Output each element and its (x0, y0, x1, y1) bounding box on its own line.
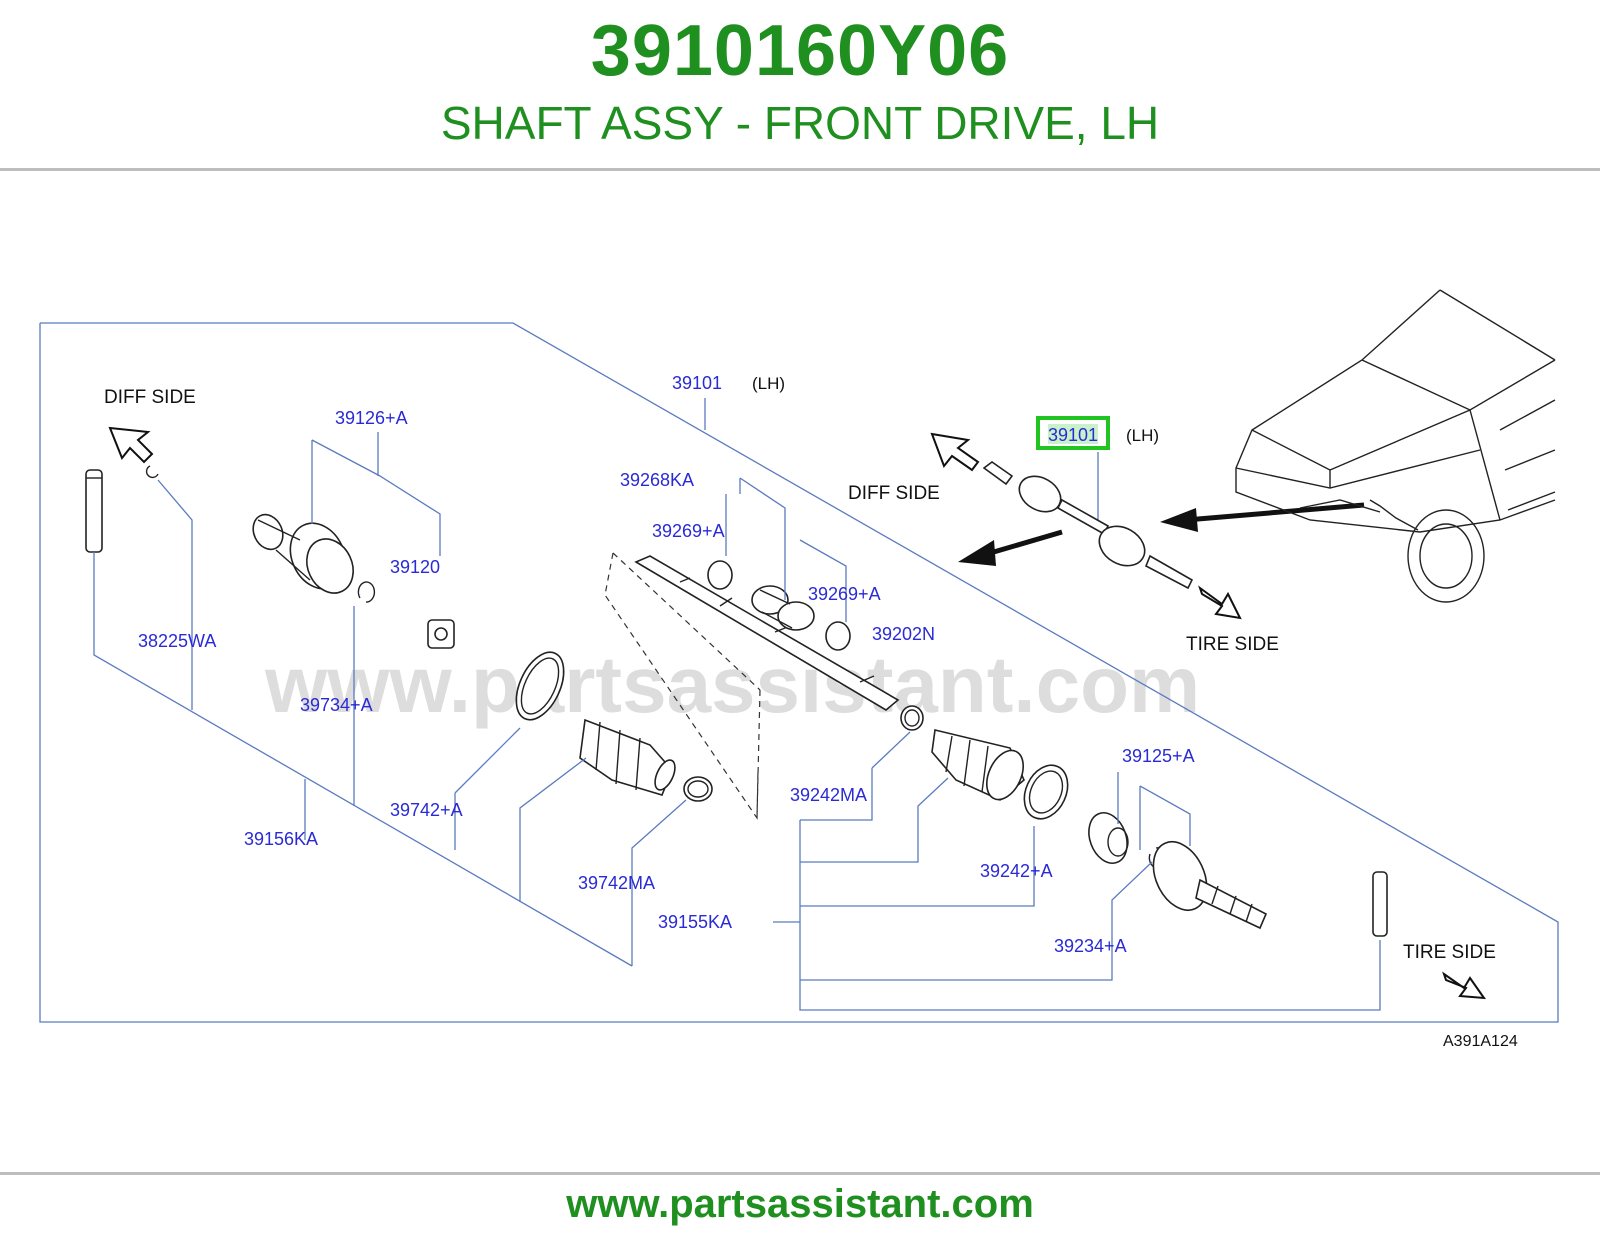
diff-side-arrow-icon (108, 426, 154, 464)
spider-assembly-part (427, 619, 455, 649)
label-39734a: 39734+A (300, 695, 373, 715)
car-outline-illustration (1235, 289, 1556, 603)
part-description: SHAFT ASSY - FRONT DRIVE, LH (440, 97, 1160, 149)
label-39242a: 39242+A (980, 861, 1053, 881)
damper-part (751, 585, 815, 631)
label-39101-main: 39101 (672, 373, 722, 393)
tire-side-arrow-top-icon (1198, 585, 1242, 620)
snap-ring-part (145, 465, 159, 479)
label-39269a-1: 39269+A (652, 521, 725, 541)
diff-side-label: DIFF SIDE (104, 387, 196, 408)
diff-side-arrow-top-icon (930, 432, 980, 472)
label-39156ka: 39156KA (244, 829, 318, 849)
header: 3910160Y06 SHAFT ASSY - FRONT DRIVE, LH (0, 0, 1600, 168)
grease-tube-right-part (1372, 871, 1388, 937)
label-39268ka: 39268KA (620, 470, 694, 490)
boot-band-part (515, 651, 565, 721)
part-number: 3910160Y06 (590, 11, 1010, 91)
lh-label-main: (LH) (752, 374, 785, 393)
damper-band-1-part (707, 560, 733, 590)
watermark: www.partsassistant.com (264, 640, 1200, 729)
label-39125a: 39125+A (1122, 746, 1195, 766)
drive-shaft-part (634, 555, 900, 711)
label-39242ma: 39242MA (790, 785, 867, 805)
boot-band-39242ma-part (900, 705, 924, 731)
snap-ring-39734-part (357, 581, 376, 603)
tire-side-arrow-bottom-icon (1442, 971, 1487, 1000)
dust-boot-part (579, 718, 676, 796)
highlighted-part-box[interactable]: 39101 (1036, 416, 1110, 450)
footer-url-link[interactable]: www.partsassistant.com (566, 1182, 1034, 1226)
boot-band-small-part (683, 776, 713, 802)
diagram-code: A391A124 (1443, 1033, 1518, 1050)
outer-joint-part (1152, 841, 1268, 930)
label-39120: 39120 (390, 557, 440, 577)
grease-tube-part (85, 469, 103, 553)
bearing-part (1088, 812, 1129, 864)
header-divider (0, 168, 1600, 171)
lh-label-location: (LH) (1126, 426, 1159, 445)
diagram-frame (39, 322, 1559, 1023)
tire-side-label-top: TIRE SIDE (1186, 634, 1279, 655)
label-39126a: 39126+A (335, 408, 408, 428)
label-39742ma: 39742MA (578, 873, 655, 893)
label-39742a: 39742+A (390, 800, 463, 820)
location-arrows (958, 502, 1365, 566)
label-39101-highlight: 39101 (1048, 425, 1098, 445)
diff-side-label-top: DIFF SIDE (848, 483, 940, 504)
outer-boot-part (931, 729, 1025, 801)
damper-band-2-part (825, 621, 851, 651)
shaft-location-part (982, 461, 1194, 590)
label-38225wa: 38225WA (138, 631, 216, 651)
label-39202n: 39202N (872, 624, 935, 644)
tire-side-label-bottom: TIRE SIDE (1403, 942, 1496, 963)
footer-divider (0, 1172, 1600, 1175)
joint-housing-part (252, 513, 354, 594)
label-39155ka: 39155KA (658, 912, 732, 932)
label-39234a: 39234+A (1054, 936, 1127, 956)
label-39269a-2: 39269+A (808, 584, 881, 604)
leader-lines (93, 398, 1381, 1011)
shaft-dashed-box (604, 552, 761, 820)
boot-band-39242a-part (1023, 764, 1069, 820)
